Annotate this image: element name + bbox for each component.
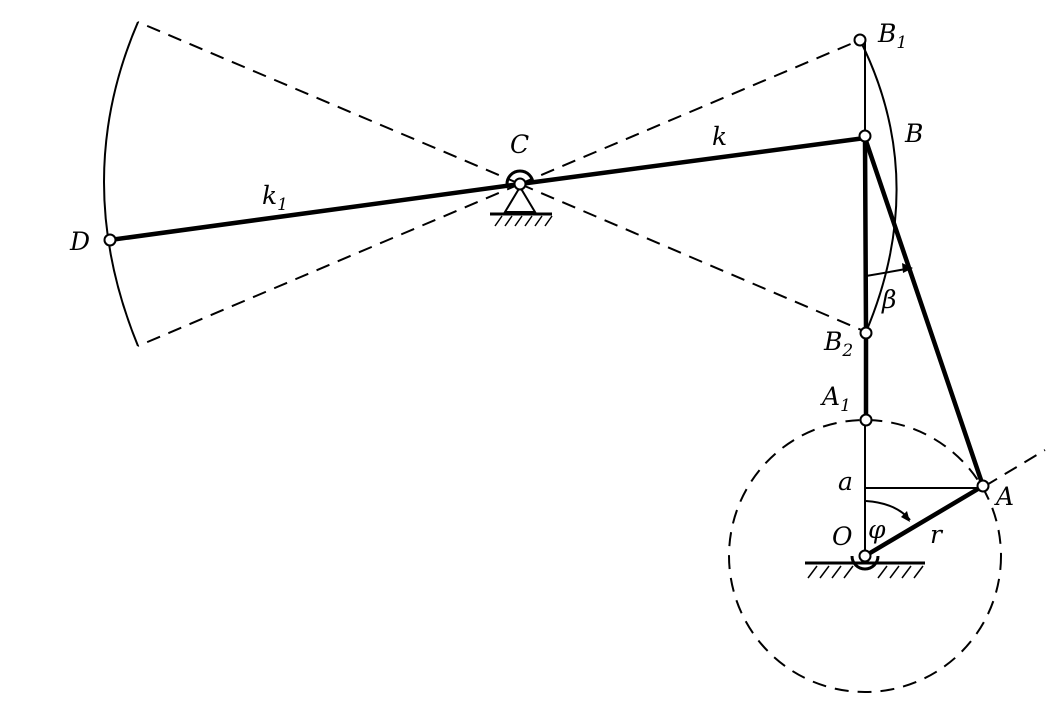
joint-B: [858, 129, 872, 143]
joint-B2: [859, 326, 873, 340]
dashed-link-C-D-upper: [137, 21, 521, 185]
label-k: k: [712, 122, 727, 151]
dashed-link-C-B1: [519, 39, 861, 185]
angle-beta-arrow: [902, 263, 913, 273]
label-A1: A1: [820, 382, 851, 416]
ground-support-C: [490, 169, 553, 227]
dashed-link-C-D-lower: [137, 183, 521, 347]
rocker-k1: [107, 181, 523, 243]
crank-r: [862, 483, 986, 559]
label-O: O: [832, 522, 853, 551]
joint-B1: [853, 33, 867, 47]
angle-phi-arrow: [901, 511, 910, 522]
arc-D-swing: [103, 21, 139, 347]
label-beta: β: [881, 285, 896, 314]
vertical-thick-B-B2: [862, 135, 869, 333]
label-D: D: [69, 227, 90, 256]
label-r: r: [930, 520, 944, 549]
joint-D: [103, 233, 117, 247]
dashed-extension-OA: [984, 449, 1046, 487]
label-B1: B1: [877, 19, 907, 53]
label-A: A: [994, 482, 1014, 511]
label-B2: B2: [823, 327, 853, 361]
arc-B-swing: [859, 39, 898, 333]
label-B: B: [904, 119, 923, 148]
dashed-link-C-B2: [519, 183, 867, 333]
label-a: a: [838, 467, 853, 496]
ground-support-O: [805, 555, 925, 579]
joint-C: [513, 177, 527, 191]
label-k1: k1: [262, 181, 288, 215]
crank-circle: [728, 419, 1002, 693]
label-phi: φ: [868, 515, 886, 544]
label-C: C: [510, 130, 529, 159]
joint-A1: [859, 413, 873, 427]
joint-A: [976, 479, 990, 493]
joint-O: [858, 549, 872, 563]
coupler-BA: [862, 135, 986, 489]
rocker-k: [517, 135, 868, 187]
